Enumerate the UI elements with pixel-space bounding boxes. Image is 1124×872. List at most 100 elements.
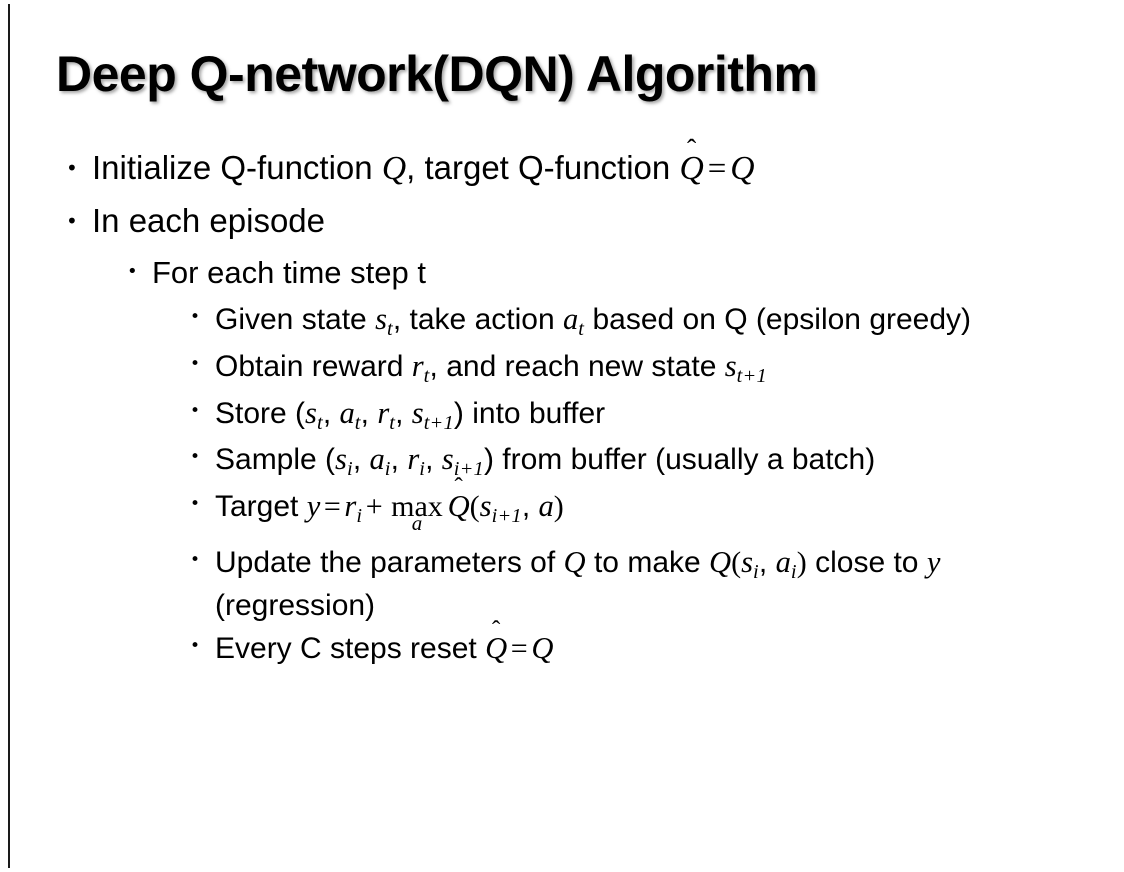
bullet-update-parameters-text: Update the parameters of Q to make Q(si,… <box>215 543 1098 625</box>
text-segment: , <box>425 443 442 477</box>
text-segment: , and reach new state <box>429 349 725 383</box>
text-segment: ) from buffer (usually a batch) <box>483 443 876 477</box>
math-var-q-hat: ̂Q <box>485 629 507 669</box>
bullet-update-parameters: • Update the parameters of Q to make Q(s… <box>0 543 1124 625</box>
math-sub-i: i <box>384 458 391 481</box>
math-plus: + <box>365 489 383 523</box>
math-paren-close: ) <box>553 489 564 523</box>
bullet-for-each-time-step: • For each time step t <box>0 254 1124 292</box>
bullet-store-transition: • Store (st, at, rt, st+1) into buffer <box>0 394 1124 437</box>
math-var-s: s <box>375 302 387 337</box>
bullet-obtain-reward-text: Obtain reward rt, and reach new state st… <box>215 347 1098 390</box>
math-var-q-hat: ̂Q <box>679 148 703 189</box>
math-sub-i: i <box>356 504 363 527</box>
text-segment: Store ( <box>215 396 306 430</box>
text-segment: ) into buffer <box>453 396 606 430</box>
math-var-a: a <box>538 488 554 523</box>
math-sub-i-plus-1: i+1 <box>453 458 484 481</box>
bullet-dot-icon: • <box>190 307 201 328</box>
math-var-q: Q <box>563 545 586 580</box>
text-segment: Every C steps reset <box>215 632 486 666</box>
math-var-s: s <box>724 348 737 383</box>
math-sub-t: t <box>423 365 430 388</box>
page-title: Deep Q-network(DQN) Algorithm <box>56 46 818 102</box>
math-var-r: r <box>377 395 390 430</box>
text-segment: , <box>758 546 776 580</box>
math-var-q-base: Q <box>485 631 508 666</box>
math-var-a: a <box>562 302 579 337</box>
math-sub-i: i <box>790 561 797 584</box>
text-segment: , <box>390 443 408 477</box>
bullet-in-each-episode-text: In each episode <box>92 202 326 240</box>
math-var-s: s <box>305 395 317 430</box>
math-sub-t: t <box>354 411 361 434</box>
bullet-dot-icon: • <box>190 400 201 421</box>
bullet-sample-batch-text: Sample (si, ai, ri, si+1) from buffer (u… <box>215 440 1098 483</box>
bullet-dot-icon: • <box>127 260 138 282</box>
math-paren-open: ( <box>731 546 742 580</box>
math-paren-open: ( <box>469 489 480 523</box>
math-sub-i: i <box>346 458 353 481</box>
text-segment: , <box>521 489 539 523</box>
left-accent-rule <box>8 4 10 868</box>
math-max-label: max <box>391 489 443 523</box>
math-var-a: a <box>339 395 355 430</box>
bullet-dot-icon: • <box>190 353 201 374</box>
text-segment: Sample ( <box>215 443 336 477</box>
text-segment: based on Q (epsilon greedy) <box>584 303 972 337</box>
bullet-store-transition-text: Store (st, at, rt, st+1) into buffer <box>215 394 1098 437</box>
text-segment: , <box>360 396 378 430</box>
bullet-dot-icon: • <box>190 636 201 657</box>
bullet-initialize-text: Initialize Q-function Q, target Q-functi… <box>92 148 1124 189</box>
math-sub-i: i <box>753 561 759 584</box>
algorithm-bullet-list: • Initialize Q-function Q, target Q-func… <box>0 148 1124 673</box>
bullet-obtain-reward: • Obtain reward rt, and reach new state … <box>0 347 1124 390</box>
text-segment: Target <box>215 489 307 523</box>
math-var-r: r <box>344 488 357 523</box>
math-equals: = <box>323 489 341 523</box>
math-sub-t-plus-1: t+1 <box>423 411 454 434</box>
text-segment: close to <box>806 546 927 580</box>
bullet-dot-icon: • <box>66 209 78 234</box>
math-sub-t: t <box>578 318 585 341</box>
bullet-target-equation: • Target y=ri+maxâQ(si+1, a) <box>0 487 1124 534</box>
math-var-q2: Q <box>730 150 755 187</box>
math-var-q-base: Q <box>447 488 470 523</box>
bullet-initialize: • Initialize Q-function Q, target Q-func… <box>0 148 1124 189</box>
text-segment: to make <box>585 546 710 580</box>
math-sub-t: t <box>389 411 396 434</box>
math-paren-close: ) <box>796 546 807 580</box>
math-equals: = <box>510 632 528 666</box>
math-sub-t: t <box>386 318 393 341</box>
bullet-dot-icon: • <box>190 493 201 514</box>
text-segment: Initialize Q-function <box>92 149 382 186</box>
math-var-y: y <box>306 488 321 523</box>
math-var-a: a <box>775 545 791 580</box>
text-segment: (regression) <box>215 589 376 623</box>
math-var-q-base: Q <box>679 150 704 187</box>
math-var-s: s <box>335 442 347 477</box>
bullet-given-state: • Given state st, take action at based o… <box>0 300 1124 343</box>
math-var-s: s <box>479 488 492 523</box>
text-segment: , <box>395 396 412 430</box>
math-var-r: r <box>407 442 420 477</box>
math-var-y: y <box>926 545 941 580</box>
bullet-dot-icon: • <box>66 156 78 180</box>
text-segment: Update the parameters of <box>215 546 564 580</box>
text-segment: Given state <box>215 303 376 337</box>
bullet-target-equation-text: Target y=ri+maxâQ(si+1, a) <box>215 487 1098 534</box>
math-var-s2: s <box>411 395 424 430</box>
bullet-in-each-episode: • In each episode <box>0 201 1124 241</box>
text-segment: , take action <box>392 303 563 337</box>
math-var-s: s <box>741 545 754 580</box>
bullet-reset-target-network-text: Every C steps reset ̂Q=Q <box>215 629 1098 669</box>
math-sub-t-plus-1: t+1 <box>736 365 767 388</box>
math-sub-i: i <box>419 458 426 481</box>
math-var-a: a <box>369 442 385 477</box>
math-equals: = <box>707 151 727 187</box>
text-segment: , <box>322 396 340 430</box>
bullet-for-each-time-step-text: For each time step t <box>152 254 426 290</box>
math-var-q: Q <box>381 150 407 187</box>
